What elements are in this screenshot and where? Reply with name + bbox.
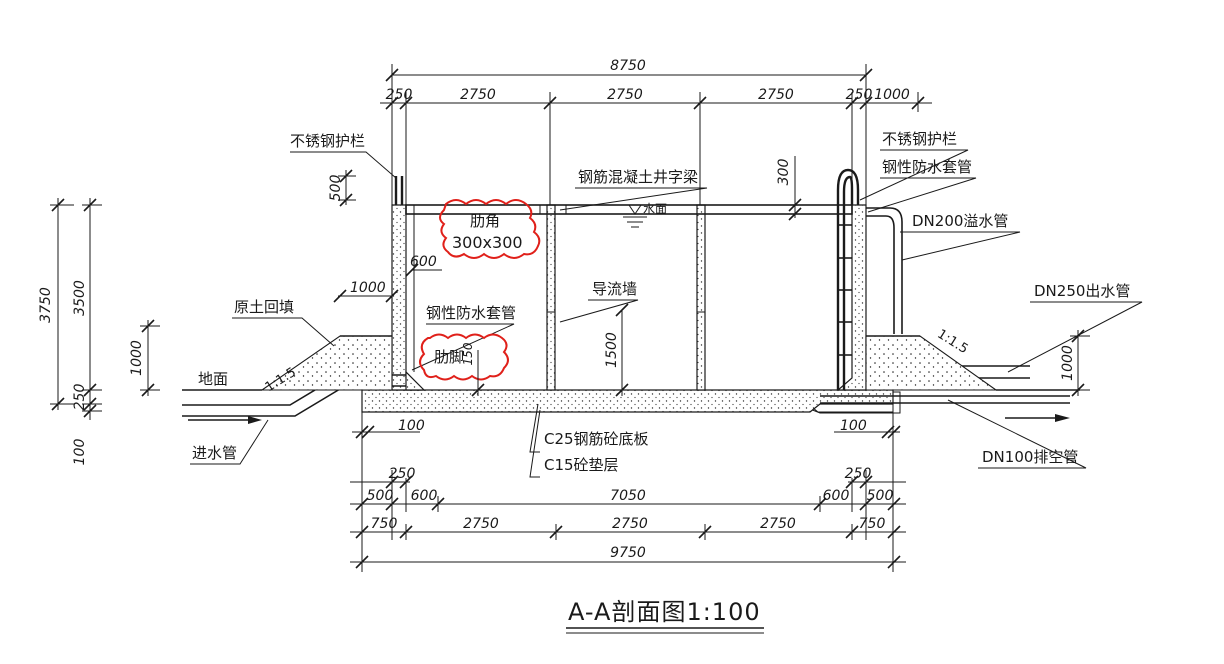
dim-bottom-750-right: 750 xyxy=(859,516,886,532)
dim-bottom-600-left: 600 xyxy=(411,488,438,504)
interior-dimensions xyxy=(333,156,1090,439)
label-backfill: 原土回填 xyxy=(234,298,294,316)
right-backfill xyxy=(865,335,998,391)
dim-1000-right: 1000 xyxy=(1060,345,1076,381)
dim-bottom-2750-2: 2750 xyxy=(612,516,648,532)
dim-bottom-750-left: 750 xyxy=(371,516,398,532)
dim-top-2750-2: 2750 xyxy=(607,87,643,103)
dim-total-top: 8750 xyxy=(610,58,646,74)
drain-pipe xyxy=(820,395,1070,404)
left-wall xyxy=(391,204,422,391)
dim-bottom-total: 9750 xyxy=(610,545,646,561)
dim-1000-left: 1000 xyxy=(350,280,386,296)
dim-top-2750-1: 2750 xyxy=(460,87,496,103)
dim-100-right: 100 xyxy=(840,418,867,434)
water-level-symbol xyxy=(623,204,647,228)
label-slab: C25钢筋砼底板 xyxy=(544,430,649,448)
dim-100-left: 100 xyxy=(398,418,425,434)
left-haunch xyxy=(405,370,426,391)
inlet-arrow xyxy=(188,416,262,424)
dim-top-1000-right: 1000 xyxy=(874,87,910,103)
dim-bottom-600-right: 600 xyxy=(823,488,850,504)
top-dimension-chain xyxy=(380,64,932,205)
revision-cloud-haunch-bottom xyxy=(419,333,509,381)
label-haunch-bottom: 肋脚 xyxy=(434,348,464,366)
dim-bottom-250-right: 250 xyxy=(845,466,872,482)
water-level-label: 水面 xyxy=(643,202,667,216)
dim-left-3500: 3500 xyxy=(72,280,88,316)
dim-left-1000: 1000 xyxy=(129,340,145,376)
label-sleeve-left: 钢性防水套管 xyxy=(426,304,516,322)
label-sleeve-right: 钢性防水套管 xyxy=(882,158,972,176)
revision-cloud-haunch-top xyxy=(439,199,541,259)
dim-bottom-250-left: 250 xyxy=(389,466,416,482)
label-overflow: DN200溢水管 xyxy=(912,212,1008,230)
dim-railing-500: 500 xyxy=(328,175,344,202)
right-wall xyxy=(836,204,867,391)
dim-left-100: 100 xyxy=(72,439,88,466)
label-inlet: 进水管 xyxy=(192,444,237,462)
dim-top-2750-3: 2750 xyxy=(758,87,794,103)
label-railing-right: 不锈钢护栏 xyxy=(882,130,957,148)
dim-600: 600 xyxy=(410,254,437,270)
label-railing-left: 不锈钢护栏 xyxy=(290,132,365,150)
label-slope-left: 1:1.5 xyxy=(263,365,299,395)
dim-bottom-7050: 7050 xyxy=(610,488,646,504)
overflow-pipe xyxy=(866,207,903,334)
leader-lines xyxy=(190,149,1143,478)
bottom-dimension-chain xyxy=(350,412,906,572)
left-dimension-chain xyxy=(50,198,160,420)
label-cushion: C15砼垫层 xyxy=(544,456,619,474)
base-slab xyxy=(361,389,894,413)
label-beam: 钢筋混凝土井字梁 xyxy=(578,168,698,186)
guide-wall-2 xyxy=(696,204,706,391)
dim-bottom-500-left: 500 xyxy=(367,488,394,504)
label-drain: DN100排空管 xyxy=(982,448,1078,466)
dim-bottom-2750-1: 2750 xyxy=(463,516,499,532)
drawing-title: A-A剖面图1:100 xyxy=(568,598,761,626)
dim-beam-300: 300 xyxy=(776,159,792,186)
dim-bottom-2750-3: 2750 xyxy=(760,516,796,532)
label-haunch-top-1: 肋角 xyxy=(470,212,500,230)
label-haunch-top-2: 300x300 xyxy=(452,233,523,252)
left-railing xyxy=(394,176,404,205)
right-railing-ladder xyxy=(836,168,860,390)
label-ground: 地面 xyxy=(198,370,228,388)
dim-left-250: 250 xyxy=(72,384,88,411)
dim-left-3750: 3750 xyxy=(38,287,54,323)
dim-150: 150 xyxy=(461,342,475,365)
dim-top-250-left: 250 xyxy=(386,87,413,103)
drain-arrow xyxy=(1005,414,1070,422)
guide-wall-1 xyxy=(546,204,556,391)
dim-1500: 1500 xyxy=(604,332,620,368)
label-outlet: DN250出水管 xyxy=(1034,282,1130,300)
dim-top-250-right: 250 xyxy=(846,87,873,103)
label-guide-wall: 导流墙 xyxy=(592,280,637,298)
dim-bottom-500-right: 500 xyxy=(867,488,894,504)
